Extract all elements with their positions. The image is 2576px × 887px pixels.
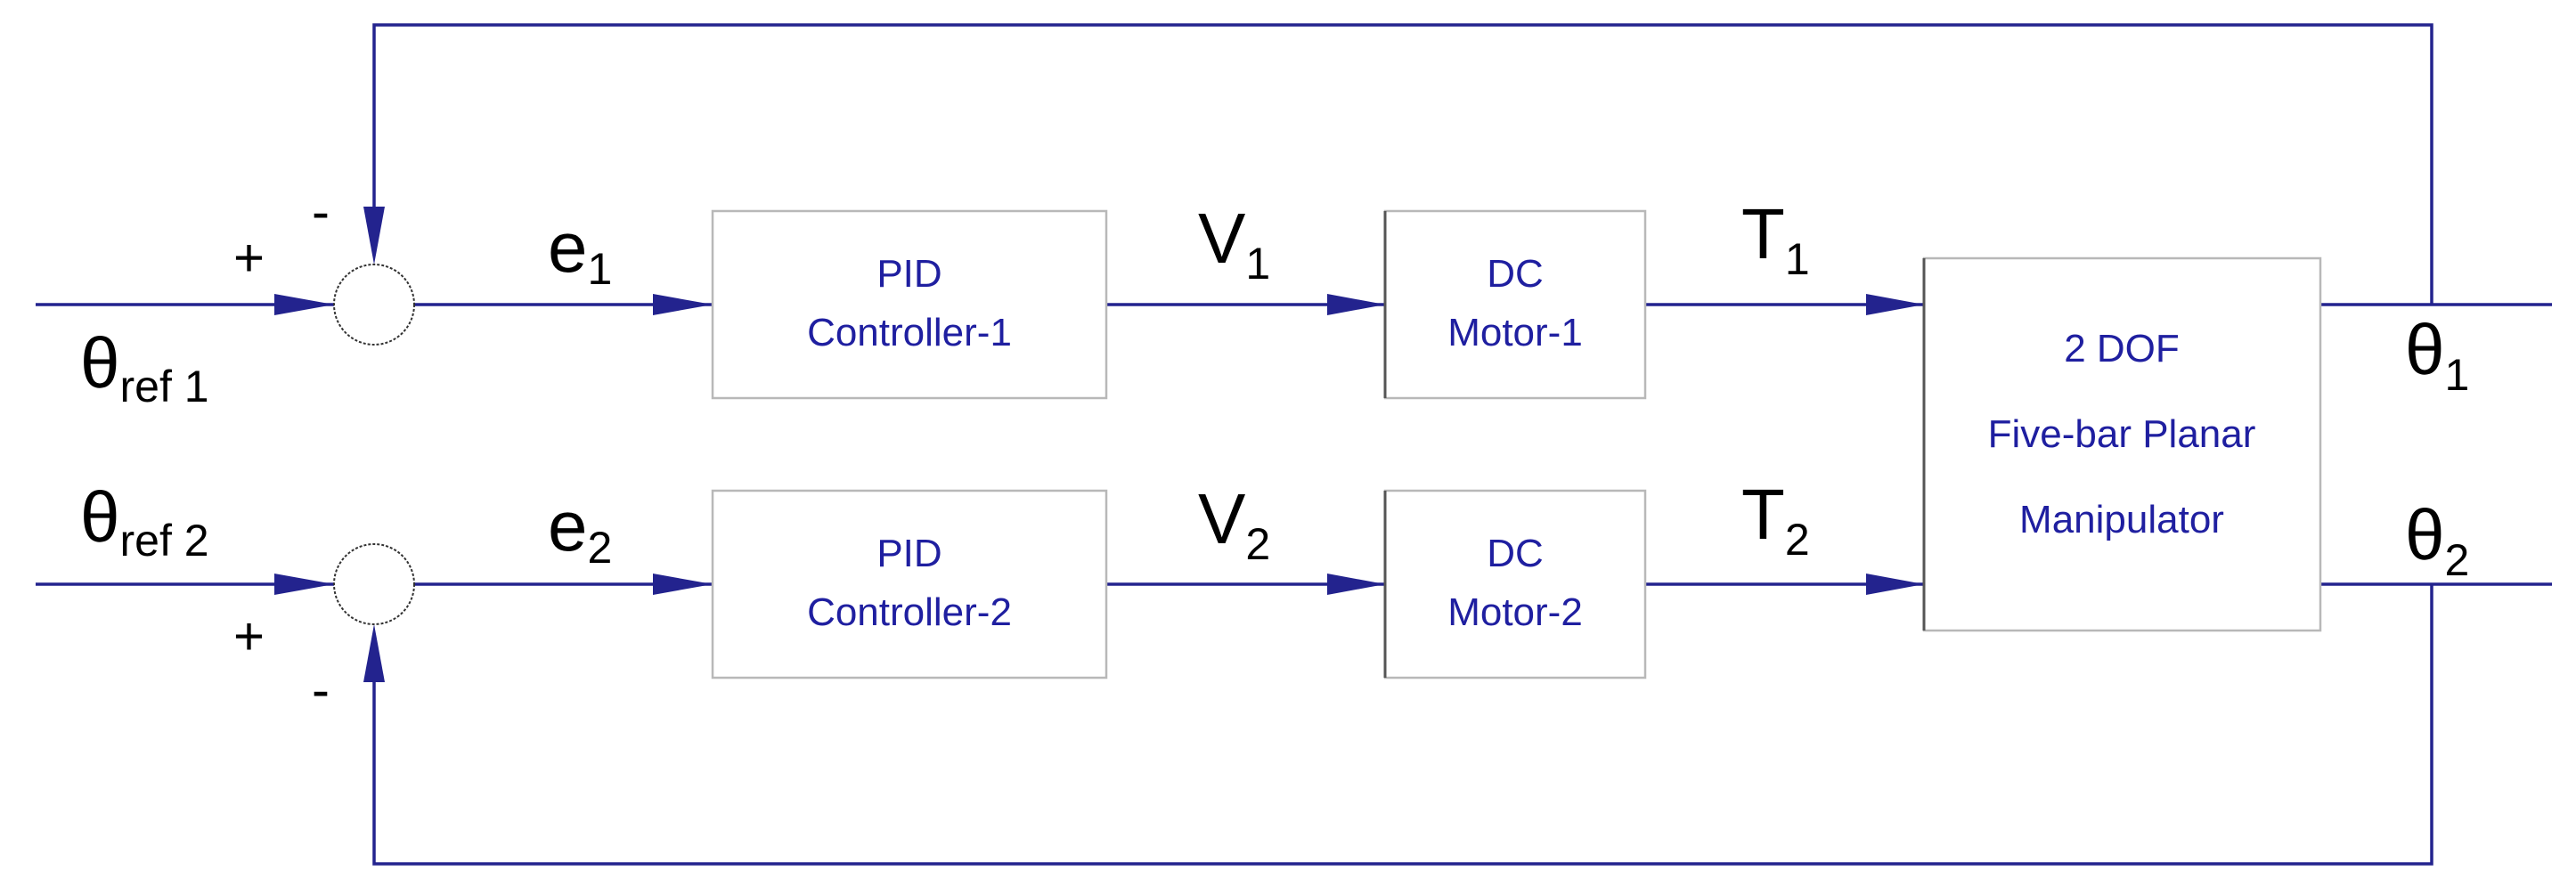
theta1-label: θ1	[2405, 310, 2469, 400]
v1-subscript: 1	[1245, 239, 1270, 289]
theta-ref2-label: θref 2	[80, 477, 209, 566]
feedback-2-path	[372, 584, 2433, 866]
pid-controller-1-block: PID Controller-1	[711, 209, 1108, 400]
e2-label: e2	[548, 486, 612, 573]
theta-ref1-subscript: ref 1	[120, 362, 209, 411]
e1-arrow	[653, 294, 713, 315]
feedback-2-arrow	[363, 624, 385, 682]
summing-junction-1	[333, 264, 415, 346]
t2-symbol: T	[1741, 475, 1785, 554]
theta2-symbol: θ	[2405, 495, 2445, 574]
loop-2-wires	[36, 574, 2552, 866]
v1-arrow	[1327, 294, 1385, 315]
t1-arrow	[1866, 294, 1924, 315]
motor2-line1: DC	[1487, 532, 1544, 575]
sum2-plus-sign: +	[233, 606, 265, 666]
t2-arrow	[1866, 574, 1924, 595]
sum1-plus-sign: +	[233, 228, 265, 288]
v1-symbol: V	[1198, 199, 1246, 278]
theta2-subscript: 2	[2445, 535, 2470, 585]
e1-symbol: e	[548, 208, 588, 287]
manipulator-block: 2 DOF Five-bar Planar Manipulator	[1922, 256, 2322, 632]
feedback-1-path	[372, 23, 2433, 305]
ref1-arrow	[274, 294, 334, 315]
ref2-arrow	[274, 574, 334, 595]
plant-line2: Five-bar Planar	[1988, 412, 2256, 456]
motor1-line2: Motor-1	[1447, 311, 1583, 354]
pid2-line2: Controller-2	[807, 590, 1012, 634]
sum2-minus-sign: -	[312, 660, 330, 720]
summing-junction-2	[333, 543, 415, 625]
theta-ref1-label: θref 1	[80, 323, 209, 411]
dc-motor-1-block: DC Motor-1	[1383, 209, 1647, 400]
t1-label: T1	[1741, 194, 1810, 284]
e2-arrow	[653, 574, 713, 595]
sum1-minus-sign: -	[312, 182, 330, 241]
motor2-line2: Motor-2	[1447, 590, 1583, 634]
plant-line1: 2 DOF	[2064, 327, 2180, 370]
t2-subscript: 2	[1785, 515, 1810, 565]
t1-subscript: 1	[1785, 234, 1810, 284]
theta-ref2-subscript: ref 2	[120, 516, 209, 566]
e2-subscript: 2	[588, 523, 613, 573]
pid2-line1: PID	[876, 532, 942, 575]
v2-symbol: V	[1198, 479, 1246, 558]
theta-ref2-symbol: θ	[80, 477, 120, 557]
e2-symbol: e	[548, 486, 588, 566]
e1-subscript: 1	[588, 244, 613, 294]
pid1-line2: Controller-1	[807, 311, 1012, 354]
plant-line3: Manipulator	[2019, 498, 2224, 541]
e1-label: e1	[548, 208, 612, 294]
motor1-line1: DC	[1487, 252, 1544, 296]
pid-controller-2-block: PID Controller-2	[711, 489, 1108, 679]
t1-symbol: T	[1741, 194, 1785, 273]
loop-1-wires	[36, 23, 2552, 315]
v2-label: V2	[1198, 479, 1270, 569]
pid1-line1: PID	[876, 252, 942, 296]
dc-motor-2-block: DC Motor-2	[1383, 489, 1647, 679]
theta1-subscript: 1	[2445, 350, 2470, 400]
v1-label: V1	[1198, 199, 1270, 289]
theta1-symbol: θ	[2405, 310, 2445, 389]
feedback-1-arrow	[363, 207, 385, 264]
v2-subscript: 2	[1245, 519, 1270, 569]
v2-arrow	[1327, 574, 1385, 595]
theta-ref1-symbol: θ	[80, 323, 120, 403]
theta2-label: θ2	[2405, 495, 2469, 585]
t2-label: T2	[1741, 475, 1810, 565]
